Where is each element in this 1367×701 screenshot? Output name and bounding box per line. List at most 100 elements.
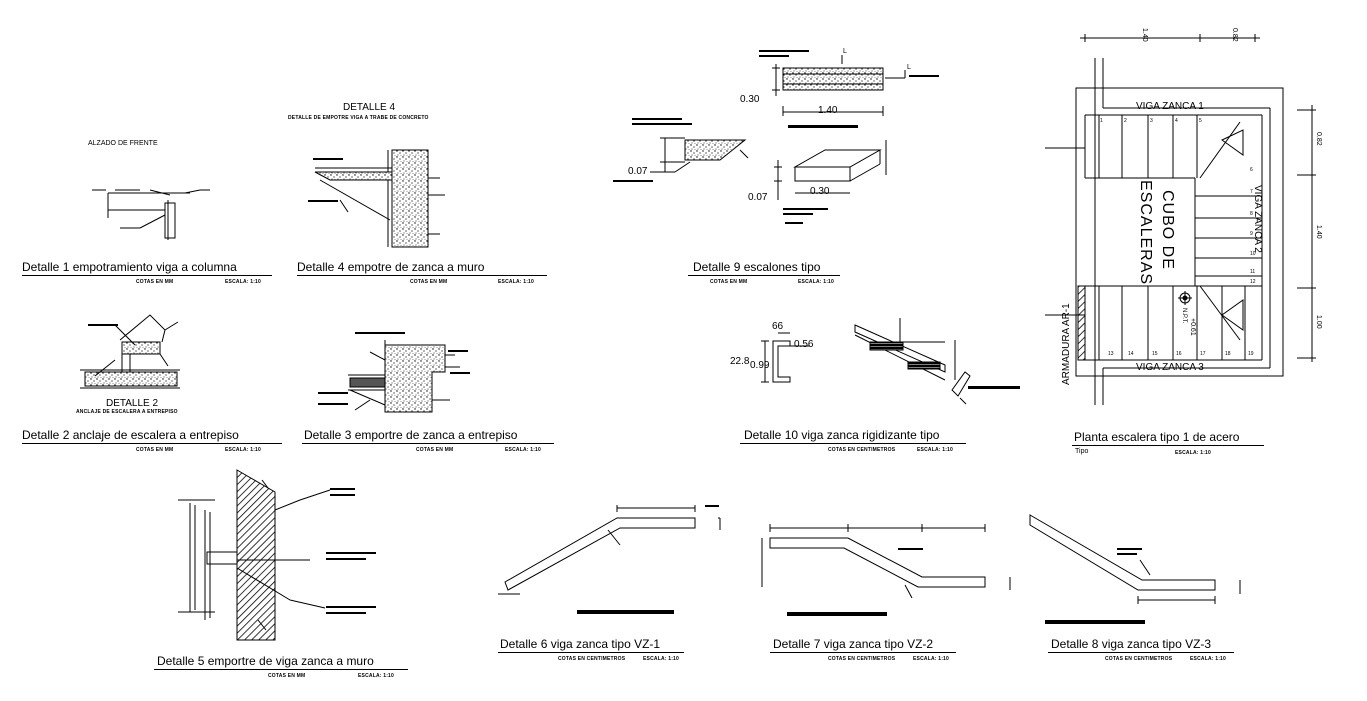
detalle-2-subheader: ANCLAJE DE ESCALERA A ENTREPISO: [76, 409, 178, 415]
planta-title: Planta escalera tipo 1 de acero: [1074, 430, 1240, 444]
d9-step-width-dim: 0.30: [810, 186, 830, 197]
planta-right-dim-b: 1.40: [1315, 225, 1322, 239]
detalle-7-drawing: [761, 524, 1011, 599]
detalle-8-title: Detalle 8 viga zanca tipo VZ-3: [1051, 637, 1212, 651]
detalle-4-title: Detalle 4 empotre de zanca a muro: [297, 260, 485, 274]
detalle-5-underline: [154, 669, 408, 670]
planta-escalera-drawing: [1045, 34, 1316, 405]
viga-zanca-1-label: VIGA ZANCA 1: [1136, 101, 1204, 112]
annotation-bars: [88, 50, 1145, 624]
step-number: 13: [1108, 351, 1114, 357]
detalle-5-escala: ESCALA: 1:10: [358, 673, 395, 679]
detalle-1-title: Detalle 1 empotramiento viga a columna: [22, 260, 237, 274]
step-number: 15: [1152, 351, 1158, 357]
detalle-9-escala: ESCALA: 1:10: [798, 279, 835, 285]
step-number: 11: [1250, 269, 1256, 275]
step-number: 18: [1225, 351, 1231, 357]
step-number: 1: [1100, 118, 1103, 124]
planta-underline: [1072, 445, 1264, 446]
step-number: 19: [1248, 351, 1254, 357]
detalle-8-drawing: [1029, 514, 1241, 604]
step-number: 6: [1250, 167, 1253, 173]
d9-width-dim: 1.40: [818, 105, 838, 116]
detalle-6-cotas: COTAS EN CENTIMETROS: [558, 656, 626, 662]
planta-escala: ESCALA: 1:10: [1175, 450, 1212, 456]
viga-zanca-2-label: VIGA ZANCA 2: [1252, 185, 1263, 253]
d9-height-dim: 0.30: [740, 94, 760, 105]
armadura-label: ARMADURA AR-1: [1061, 303, 1072, 385]
detalle-9-title: Detalle 9 escalones tipo: [693, 260, 821, 274]
detalle-1-drawing: [92, 189, 210, 240]
detalle-4-escala: ESCALA: 1:10: [498, 279, 535, 285]
step-number: 3: [1150, 118, 1153, 124]
planta-right-dim-c: 1.00: [1315, 315, 1322, 329]
planta-tipo: Tipo: [1075, 448, 1089, 455]
detalle-4-header: DETALLE 4: [343, 102, 396, 113]
npt-label: N.P.T.: [1181, 308, 1187, 324]
step-number: 12: [1250, 279, 1256, 285]
cubo-label-line2: ESCALERAS: [1137, 180, 1154, 286]
detalle-1-underline: [22, 275, 272, 276]
npt-level: +0.61: [1189, 318, 1196, 336]
step-number: 16: [1176, 351, 1182, 357]
step-number: 10: [1250, 251, 1256, 257]
planta-top-dim-b: 0.82: [1231, 28, 1238, 42]
step-number: 4: [1175, 118, 1178, 124]
detalle-7-cotas: COTAS EN CENTIMETROS: [828, 656, 896, 662]
step-number: 9: [1250, 231, 1253, 237]
detalle-6-escala: ESCALA: 1:10: [643, 656, 680, 662]
detalle-4-drawing: [314, 149, 445, 248]
d10-dim-a: 66: [772, 321, 784, 332]
detalle-3-cotas: COTAS EN MM: [416, 447, 454, 453]
detalle-4-cotas: COTAS EN MM: [410, 279, 448, 285]
d9-thick-b-dim: 0.07: [748, 192, 768, 203]
step-number: 17: [1200, 351, 1206, 357]
detalle-8-cotas: COTAS EN CENTIMETROS: [1105, 656, 1173, 662]
detalle-10-drawing: [761, 318, 971, 405]
cubo-label-line1: CUBO DE: [1159, 190, 1176, 270]
d10-dim-d: 0.99: [750, 360, 770, 371]
detalle-2-drawing: [80, 314, 180, 389]
detalle-1-cotas: COTAS EN MM: [136, 279, 174, 285]
d9-angle-label-b: L: [907, 64, 911, 71]
planta-right-dim-a: 0.82: [1315, 132, 1322, 146]
detalle-5-drawing: [178, 469, 331, 641]
step-number: 14: [1128, 351, 1134, 357]
d10-dim-c: 22.8: [730, 356, 750, 367]
detalle-2-underline: [22, 443, 282, 444]
detalle-9-cotas: COTAS EN MM: [710, 279, 748, 285]
step-number: 7: [1250, 189, 1253, 195]
detalle-6-underline: [498, 652, 684, 653]
detalle-8-underline: [1048, 652, 1234, 653]
d9-angle-label-a: L: [843, 48, 847, 55]
detalle-3-underline: [302, 443, 554, 444]
d10-dim-b: 0.56: [794, 339, 814, 350]
planta-top-dim-a: 1.40: [1141, 28, 1148, 42]
detalle-8-escala: ESCALA: 1:10: [1190, 656, 1227, 662]
detalle-5-cotas: COTAS EN MM: [268, 673, 306, 679]
detalle-7-title: Detalle 7 viga zanca tipo VZ-2: [773, 637, 934, 651]
detalle-9-underline: [688, 275, 840, 276]
step-number: 2: [1124, 118, 1127, 124]
detalle-6-title: Detalle 6 viga zanca tipo VZ-1: [500, 637, 661, 651]
step-number: 5: [1199, 118, 1202, 124]
detalle-4-underline: [297, 275, 547, 276]
detalle-2-title: Detalle 2 anclaje de escalera a entrepis…: [22, 428, 239, 442]
detalle-10-escala: ESCALA: 1:10: [917, 447, 954, 453]
detalle-7-escala: ESCALA: 1:10: [913, 656, 950, 662]
detalle-5-title: Detalle 5 emportre de viga zanca a muro: [157, 654, 374, 668]
detalle-7-underline: [770, 652, 956, 653]
viga-zanca-3-label: VIGA ZANCA 3: [1136, 362, 1204, 373]
detalle-2-header: DETALLE 2: [106, 398, 159, 409]
detalle-2-cotas: COTAS EN MM: [136, 447, 174, 453]
detalle-10-underline: [740, 443, 966, 444]
detalle-3-drawing: [348, 340, 460, 413]
detalle-6-drawing: [498, 505, 721, 595]
alzado-label: ALZADO DE FRENTE: [88, 140, 158, 147]
detalle-1-escala: ESCALA: 1:10: [225, 279, 262, 285]
d9-thick-a-dim: 0.07: [628, 166, 648, 177]
detalle-3-escala: ESCALA: 1:10: [505, 447, 542, 453]
detalle-2-escala: ESCALA: 1:10: [225, 447, 262, 453]
